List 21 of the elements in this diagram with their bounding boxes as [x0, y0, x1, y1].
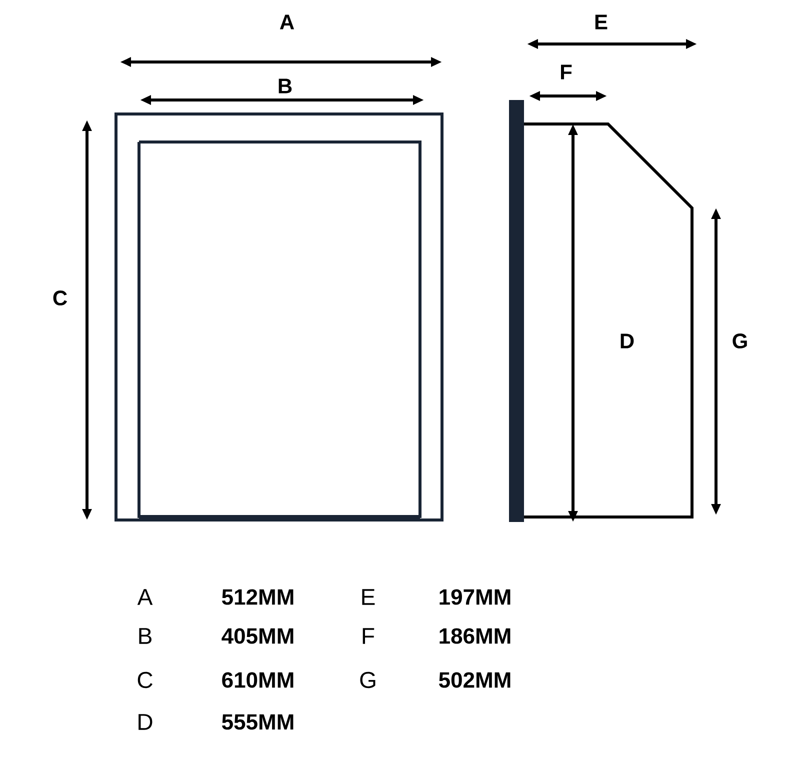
dimension-value: 405MM	[222, 628, 294, 644]
table-letter: F	[362, 628, 374, 644]
table-letter: D	[138, 714, 152, 730]
dimension-value: 555MM	[222, 714, 294, 730]
dimension-letter: F	[561, 64, 572, 80]
table-letter: C	[138, 672, 152, 688]
table-letter: A	[137, 589, 153, 605]
dimension-value: 610MM	[222, 672, 294, 688]
table-letter: G	[360, 672, 376, 688]
dimension-value: 502MM	[439, 672, 510, 688]
table-letter: B	[139, 628, 152, 644]
dimension-letter: D	[620, 334, 634, 348]
dimension-letter: C	[53, 290, 67, 306]
table-letter: E	[362, 589, 375, 605]
dimension-letter: G	[732, 334, 747, 348]
dimension-value: 197MM	[440, 589, 510, 605]
dimension-value: 186MM	[440, 628, 510, 644]
dimension-letter: A	[280, 14, 294, 30]
dimension-value: 512MM	[222, 589, 294, 605]
dimension-letter: E	[595, 14, 608, 30]
dimension-letter: B	[278, 78, 292, 94]
